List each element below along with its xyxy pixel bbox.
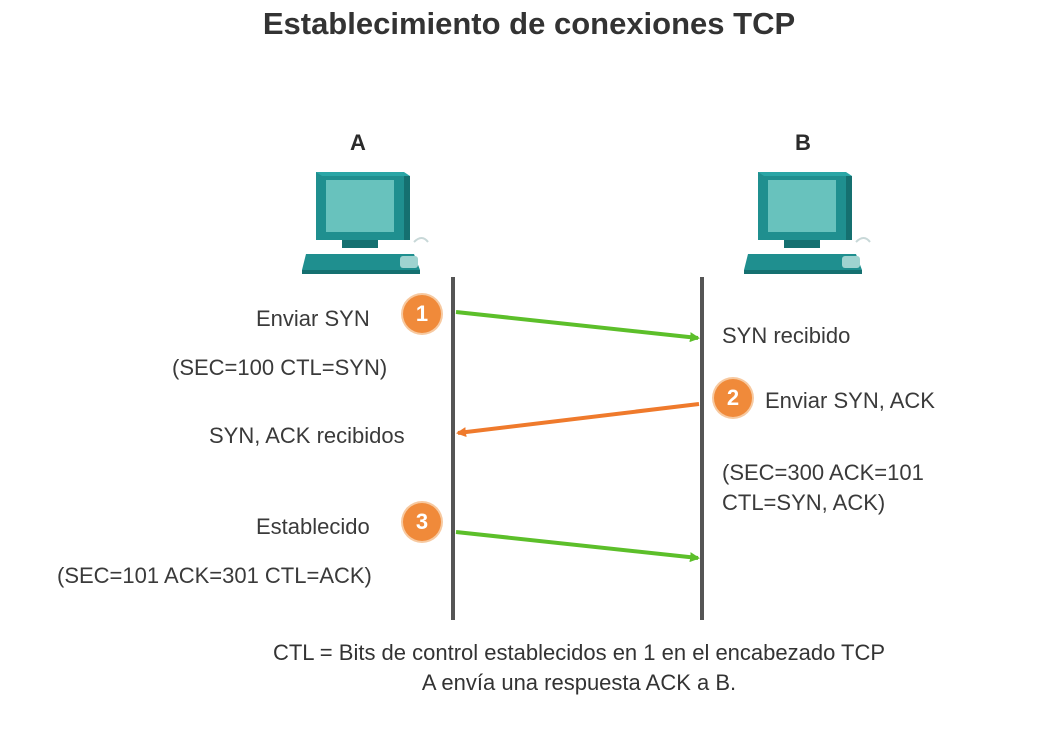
footer-ctl-note: CTL = Bits de control establecidos en 1 … — [272, 640, 886, 665]
step2-label: Enviar SYN, ACK — [765, 388, 935, 413]
step2-detail-line1: (SEC=300 ACK=101 — [722, 460, 924, 485]
step1-receiver-text: SYN recibido — [722, 323, 851, 348]
step3-label: Establecido — [256, 514, 370, 539]
footer-ack-note: A envía una respuesta ACK a B. — [421, 670, 737, 695]
step3-detail: (SEC=101 ACK=301 CTL=ACK) — [57, 563, 372, 588]
arrow-ack — [455, 530, 700, 563]
diagram-title: Establecimiento de conexiones TCP — [262, 6, 796, 41]
step2-detail-line2: CTL=SYN, ACK) — [722, 490, 886, 515]
arrow-syn — [455, 310, 700, 343]
host-a-label: A — [350, 130, 366, 155]
arrow-syn-ack — [456, 402, 700, 438]
step1-detail: (SEC=100 CTL=SYN) — [172, 355, 388, 380]
computer-icon — [302, 172, 429, 274]
step1-label: Enviar SYN — [256, 306, 370, 331]
step2-receiver-text: SYN, ACK recibidos — [209, 423, 405, 448]
step2-badge: 2 — [714, 379, 752, 417]
step1-badge: 1 — [403, 295, 441, 333]
host-b-label: B — [795, 130, 811, 155]
computer-icon — [744, 172, 871, 274]
step3-badge: 3 — [403, 503, 441, 541]
